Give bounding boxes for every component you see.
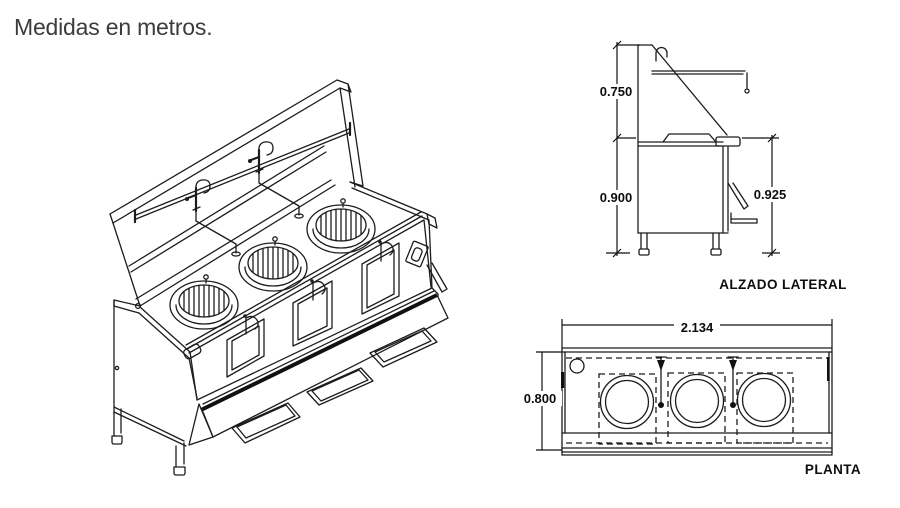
faucet-icon	[248, 141, 304, 219]
foot-pedal	[306, 367, 374, 406]
burner-grate-icon	[252, 247, 294, 279]
drain-hole	[569, 358, 585, 374]
front-rail-profile	[715, 136, 741, 147]
hook-icon	[655, 46, 668, 62]
faucet-arm-icon	[651, 70, 746, 75]
view-label-side: ALZADO LATERAL	[719, 277, 847, 292]
backsplash	[109, 79, 364, 310]
wok-opening	[169, 274, 239, 330]
side-elevation-view: 0.750 0.900 0.925 ALZADO LATERAL	[595, 40, 847, 292]
dim-overall-height: 0.925	[754, 187, 787, 202]
foot-pedal	[369, 327, 438, 368]
burner-grate-icon	[183, 285, 225, 317]
leg	[710, 232, 722, 256]
control-panel	[292, 279, 333, 347]
side-profile	[637, 44, 758, 256]
leg	[111, 408, 123, 445]
splash-rail	[133, 121, 352, 224]
cabinet-front	[189, 219, 438, 412]
right-end-panel	[405, 219, 448, 298]
faucet-icon	[185, 179, 241, 257]
isometric-view	[109, 79, 449, 476]
kick-panel	[188, 296, 449, 446]
power-switch	[405, 240, 429, 268]
wok-circle	[599, 374, 655, 430]
burner-grate-icon	[320, 209, 362, 241]
leg	[638, 232, 650, 256]
burner-box-dashed	[598, 372, 794, 445]
leg	[173, 442, 186, 476]
foot-pedal	[231, 402, 301, 444]
faucet-pipe-icon	[727, 356, 739, 408]
pedal-bracket-icon	[426, 262, 448, 293]
control-panel	[361, 240, 400, 315]
wok-circle	[736, 372, 792, 428]
dim-backsplash-height: 0.750	[600, 84, 633, 99]
plan-view: 2.134 0.800 PLANTA	[518, 319, 861, 477]
wok-opening	[238, 236, 308, 292]
wok-circle	[669, 373, 725, 429]
wok-opening	[306, 198, 376, 254]
dimension-lines	[536, 319, 833, 451]
control-panel	[226, 314, 265, 378]
faucet-pipe-icon	[655, 356, 667, 408]
page-title: Medidas en metros.	[14, 14, 213, 40]
dim-depth: 0.800	[524, 391, 557, 406]
wok-profile	[662, 133, 717, 143]
pedal-bracket-icon	[727, 182, 749, 210]
dim-body-height: 0.900	[600, 190, 633, 205]
foot-pedal-profile	[730, 212, 758, 224]
dimension-lines	[606, 40, 780, 258]
left-end-panel	[113, 299, 198, 447]
plan-outline	[561, 347, 833, 456]
view-label-plan: PLANTA	[805, 462, 861, 477]
dim-total-width: 2.134	[681, 320, 714, 335]
